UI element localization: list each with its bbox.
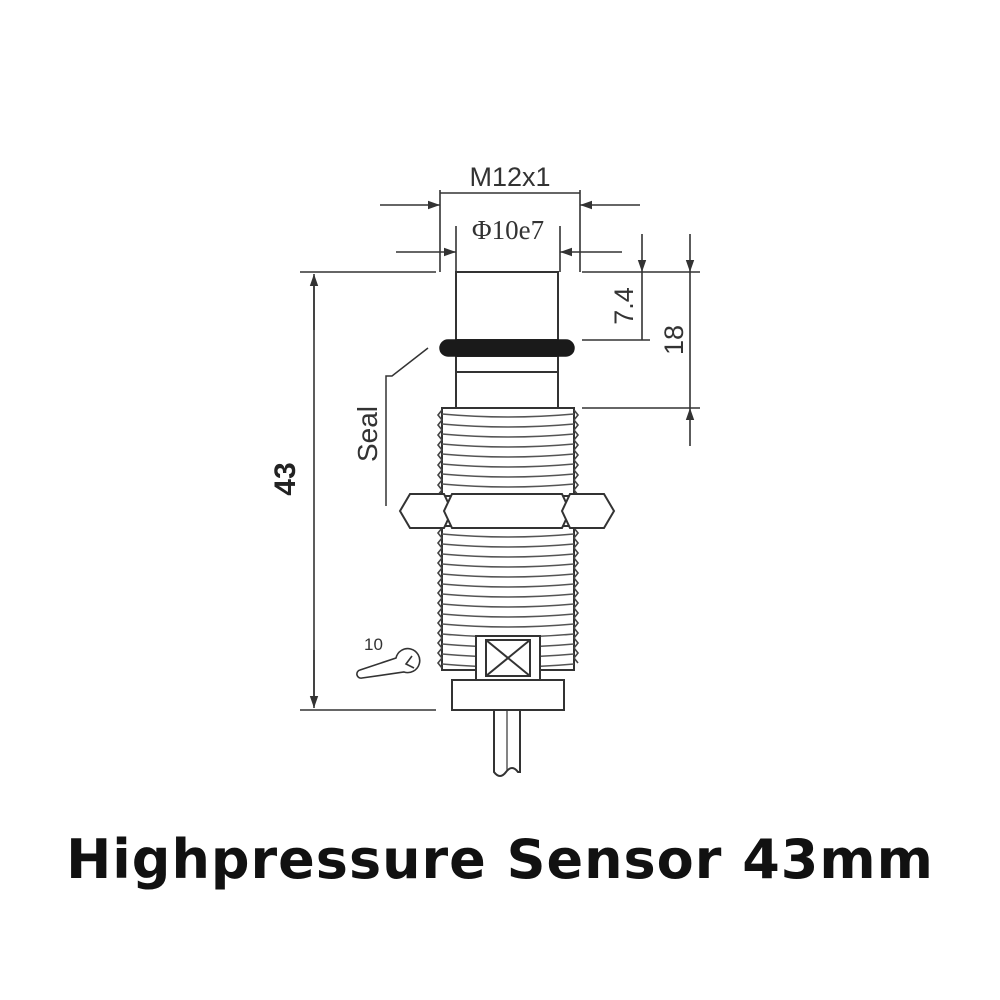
upper-dimension: [582, 234, 700, 446]
wrench-size-label: 10: [364, 635, 383, 654]
nut-left-face: [398, 493, 454, 529]
total-dimension: [300, 271, 436, 711]
nut-right-face: [560, 493, 616, 529]
seal-label: Seal: [352, 406, 383, 462]
tip-dimension: [582, 234, 700, 341]
upper-length-label: 18: [659, 325, 689, 355]
end-cap: [451, 679, 565, 711]
thread-crests-upper: [436, 409, 580, 496]
tip-length-label: 7.4: [609, 287, 639, 325]
sensor-neck: [455, 355, 559, 409]
thread-crests-lower: [436, 527, 580, 669]
caption-title: Highpressure Sensor 43mm: [66, 828, 934, 891]
hex-nut: [398, 493, 616, 529]
sensor-tip: [455, 271, 559, 341]
diameter-label: Φ10e7: [472, 215, 544, 245]
oring-seal: [439, 339, 575, 357]
led-indicator: [475, 635, 541, 681]
led-cross: [485, 639, 531, 677]
thread-lines-upper: [441, 413, 575, 488]
thread-label: M12x1: [469, 162, 550, 192]
thread-dimension: [380, 190, 640, 272]
total-length-label: 43: [269, 462, 302, 495]
nut-center-face: [442, 493, 572, 529]
cable: [493, 709, 521, 777]
thread-upper: [441, 407, 575, 497]
seal-leader: [385, 347, 429, 506]
wrench-icon: [356, 647, 421, 679]
diameter-dimension: [396, 226, 622, 272]
sensor-body: [441, 271, 575, 711]
